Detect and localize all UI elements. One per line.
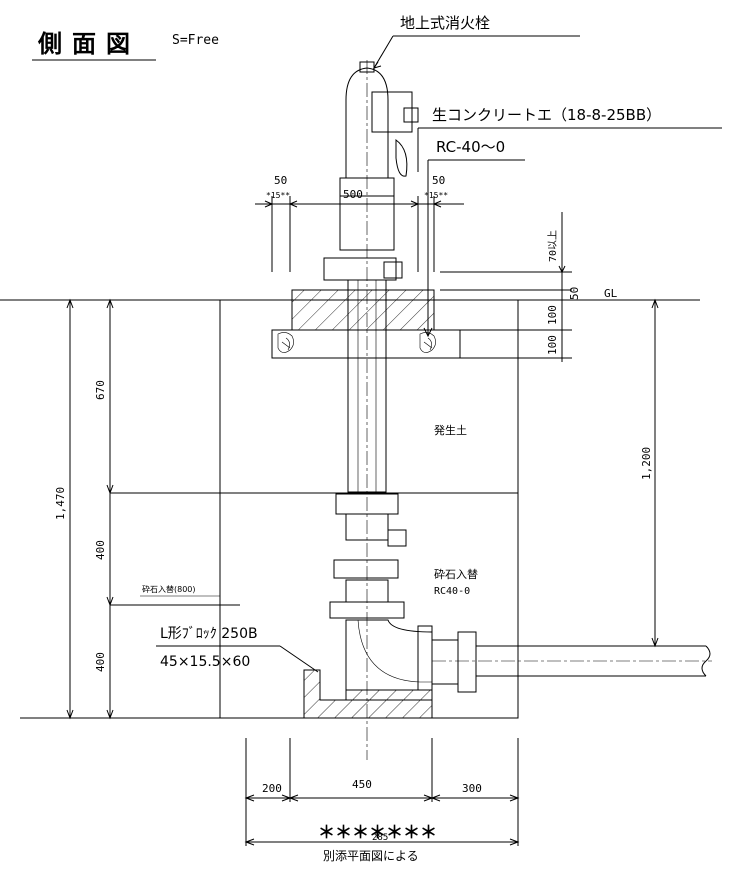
dim-70-above: 70以上 bbox=[547, 230, 559, 262]
dim-top-left: 50 bbox=[274, 174, 287, 187]
dim-arrow bbox=[66, 298, 74, 309]
lblock-leader bbox=[279, 645, 319, 673]
lblock-label: L形ﾌﾞﾛｯｸ 250B bbox=[160, 626, 258, 642]
pit-outline bbox=[219, 300, 519, 719]
dim-50: 50 bbox=[568, 287, 581, 300]
dim-top-right: 50 bbox=[432, 174, 445, 187]
rc-leader-arrow bbox=[423, 327, 433, 338]
dim-arrow bbox=[432, 200, 442, 208]
dim-arrow bbox=[509, 838, 520, 846]
hydrant-label: 地上式消火栓 bbox=[400, 14, 490, 32]
dim-arrow bbox=[558, 265, 566, 274]
bend-flange bbox=[417, 625, 433, 691]
duckfoot-bend bbox=[345, 619, 433, 701]
concrete-collar bbox=[291, 289, 435, 331]
dim-200: 200 bbox=[262, 782, 282, 795]
gl-label: GL bbox=[604, 287, 618, 300]
gravel-left bbox=[277, 332, 294, 353]
pipe-socket bbox=[431, 639, 459, 685]
hydrant-head bbox=[345, 67, 389, 178]
hydrant-outlet-cap bbox=[403, 107, 419, 123]
dim-arrow bbox=[244, 838, 255, 846]
dim-1470: 1,470 bbox=[54, 487, 67, 520]
dim-arrow bbox=[288, 794, 299, 802]
dim-400-lower: 400 bbox=[94, 652, 107, 672]
reference-label: 別添平面図による bbox=[323, 849, 419, 863]
lower-flange-2 bbox=[333, 559, 399, 579]
dim-top-left-overlap: *15** bbox=[266, 191, 290, 200]
hydrant-flange-upper bbox=[339, 177, 395, 197]
dim-670: 670 bbox=[94, 380, 107, 400]
pipe-joint bbox=[457, 631, 477, 693]
hydrant-valve-nut bbox=[383, 261, 403, 279]
dim-arrow bbox=[66, 709, 74, 720]
dim-arrow bbox=[651, 637, 659, 648]
dim-1200: 1,200 bbox=[640, 447, 653, 480]
lower-flange-3 bbox=[329, 601, 405, 619]
rc-base-layer bbox=[271, 329, 461, 359]
dim-100-upper: 100 bbox=[546, 305, 559, 325]
hydrant-cap-nut bbox=[359, 61, 375, 73]
lower-valve-nut bbox=[387, 529, 407, 547]
dim-arrow bbox=[106, 596, 114, 607]
l-block-base bbox=[303, 669, 433, 719]
concrete-label: 生コンクリートエ（18-8-25BB） bbox=[432, 106, 661, 124]
gravel-rc-label: RC40-0 bbox=[434, 586, 470, 597]
duckfoot-inner bbox=[357, 619, 432, 683]
dim-100-lower: 100 bbox=[546, 335, 559, 355]
rc-label: RC-40～0 bbox=[436, 138, 505, 156]
gravel-right bbox=[419, 332, 436, 353]
total-width-stars: ＊＊＊＊＊＊＊ bbox=[318, 823, 437, 843]
dim-arrow bbox=[106, 484, 114, 495]
pipe-break bbox=[701, 645, 711, 677]
dim-450: 450 bbox=[352, 778, 372, 791]
dim-arrow bbox=[244, 794, 255, 802]
hydrant-outlet bbox=[371, 91, 413, 133]
spoil-label: 発生土 bbox=[434, 423, 467, 437]
hydrant-body bbox=[339, 196, 395, 251]
hydrant-valve-flange bbox=[323, 257, 397, 281]
hydrant-leader-arrow bbox=[372, 61, 382, 69]
riser-pipe bbox=[347, 279, 387, 493]
dim-300: 300 bbox=[462, 782, 482, 795]
dim-top-mid: 500 bbox=[343, 188, 363, 201]
dim-arrow bbox=[651, 298, 659, 309]
drawing-title: 側面図 bbox=[37, 30, 140, 58]
lower-gate-valve bbox=[345, 513, 389, 541]
dim-top-right-overlap: *15** bbox=[424, 191, 448, 200]
gravel-800-label: 砕石入替(800) bbox=[142, 584, 196, 594]
total-width-overlap: 285 bbox=[372, 833, 388, 843]
dim-arrow bbox=[288, 200, 298, 208]
lblock-size-label: 45×15.5×60 bbox=[160, 654, 250, 670]
dim-arrow bbox=[106, 709, 114, 720]
dim-arrow bbox=[430, 794, 441, 802]
hydrant-handle bbox=[395, 139, 408, 177]
gravel-replace-label: 砕石入替 bbox=[434, 567, 478, 581]
dim-400-upper: 400 bbox=[94, 540, 107, 560]
dim-arrow bbox=[509, 794, 520, 802]
dim-arrow bbox=[264, 200, 274, 208]
dim-arrow bbox=[106, 298, 114, 309]
scale-label: S=Free bbox=[172, 33, 219, 48]
dim-arrow bbox=[410, 200, 420, 208]
